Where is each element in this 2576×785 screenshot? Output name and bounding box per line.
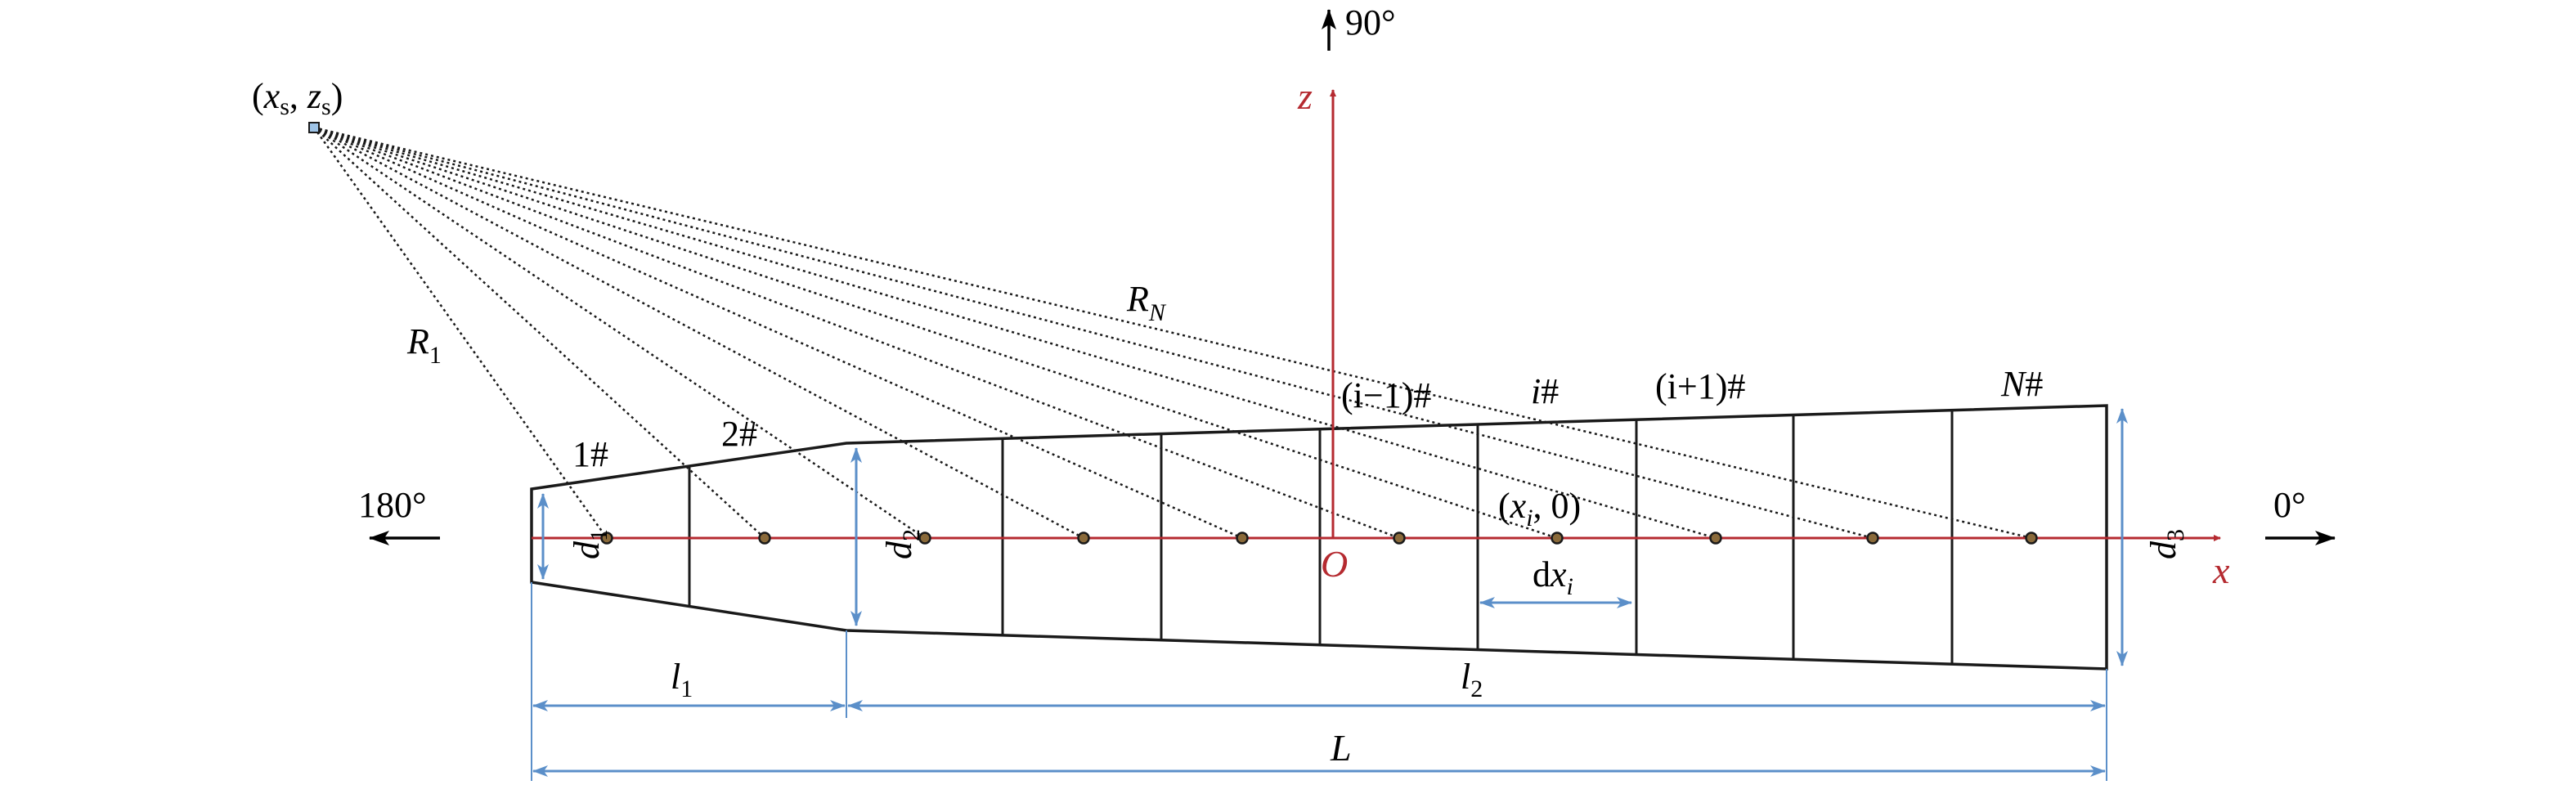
ray-line-9 [313, 126, 1874, 540]
sound-source: (xs, zs) [252, 76, 343, 133]
node-point-7 [1551, 532, 1564, 545]
source-marker [308, 122, 320, 133]
ray-lines [312, 126, 2032, 540]
ray-line-2 [313, 127, 765, 539]
ray-line-3 [313, 126, 926, 540]
label-0-degrees: 0° [2273, 485, 2306, 525]
direction-180-indicator: 180° [358, 485, 440, 545]
ray-line-6 [313, 126, 1400, 540]
origin-label: O [1321, 543, 1348, 585]
node-point-9 [1866, 532, 1879, 545]
dim-l2-label: l2 [1461, 657, 1483, 702]
ray-line-1 [312, 127, 608, 539]
ray-line-5 [313, 126, 1243, 540]
ray-r1-label: R1 [406, 321, 442, 369]
segment-labels: 1# 2# (i−1)# i# (i+1)# N# [572, 364, 2043, 474]
node-point-5 [1236, 532, 1249, 545]
direction-0-indicator: 0° [2265, 485, 2336, 545]
dim-l1-label: l1 [671, 657, 693, 702]
segment-n-label: N# [2000, 364, 2043, 404]
z-axis-label: z [1297, 75, 1313, 117]
dim-total-length-label: L [1330, 727, 1352, 769]
dim-dxi-label: dxi [1533, 554, 1573, 600]
segment-1-label: 1# [572, 434, 608, 474]
node-point-10 [2025, 532, 2038, 545]
segment-2-label: 2# [721, 414, 757, 454]
source-label: (xs, zs) [252, 76, 343, 120]
node-points [600, 532, 2038, 545]
node-coordinate-label: (xi, 0) [1498, 486, 1581, 532]
ray-line-7 [313, 126, 1558, 540]
dimensions: d1 d2 d3 dxi l1 l2 L [531, 408, 2189, 781]
segment-i-plus-1-label: (i+1)# [1655, 366, 1745, 406]
node-point-4 [1077, 532, 1090, 545]
segment-i-minus-1-label: (i−1)# [1341, 375, 1431, 415]
dim-d2-label: d2 [879, 529, 925, 559]
ray-line-4 [313, 126, 1084, 540]
dim-d1-label: d1 [567, 529, 613, 559]
label-90-degrees: 90° [1345, 2, 1396, 43]
dim-d3-label: d3 [2143, 529, 2189, 559]
node-point-8 [1709, 532, 1722, 545]
node-point-1 [600, 532, 613, 545]
ray-line-10 [313, 126, 2032, 540]
coordinate-axes: z x O [532, 75, 2230, 591]
segment-i-label: i# [1531, 371, 1559, 411]
label-180-degrees: 180° [358, 485, 427, 525]
node-point-3 [918, 532, 931, 545]
x-axis-label: x [2212, 550, 2230, 591]
node-point-6 [1393, 532, 1406, 545]
direction-90-indicator: 90° [1322, 2, 1396, 51]
node-point-2 [758, 532, 771, 545]
ray-line-8 [313, 126, 1717, 540]
ray-rn-label: RN [1126, 279, 1167, 326]
